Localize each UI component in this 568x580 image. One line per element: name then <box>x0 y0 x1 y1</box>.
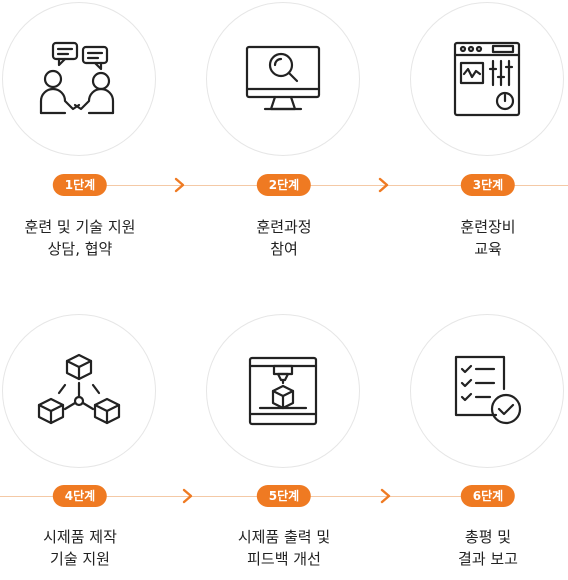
step-badge: 5단계 <box>256 485 312 507</box>
checklist-icon <box>452 355 522 427</box>
step-badge: 1단계 <box>52 174 108 196</box>
step-badge: 4단계 <box>52 485 108 507</box>
3d-printer-icon <box>248 356 318 426</box>
step-label-line2: 교육 <box>474 240 502 258</box>
step-label-line1: 훈련장비 <box>460 218 516 236</box>
step-label-line2: 상담, 협약 <box>47 240 113 258</box>
monitor-search-icon <box>245 45 321 113</box>
equipment-panel-icon <box>453 41 521 117</box>
step-badge: 3단계 <box>460 174 516 196</box>
step-label-line2: 기술 지원 <box>50 550 110 568</box>
step-label-line2: 참여 <box>270 240 298 258</box>
step-badge: 2단계 <box>256 174 312 196</box>
step-badge: 6단계 <box>460 485 516 507</box>
chevron-right-icon <box>380 488 391 504</box>
connector-line <box>60 185 568 186</box>
chevron-right-icon <box>378 177 389 193</box>
chevron-right-icon <box>174 177 185 193</box>
step-label-line1: 시제품 제작 <box>43 528 117 546</box>
chevron-right-icon <box>182 488 193 504</box>
step-label-line1: 총평 및 <box>464 528 512 546</box>
step-label: 시제품 제작 기술 지원 <box>0 526 180 570</box>
step-icon-circle <box>206 314 360 468</box>
step-icon-circle <box>2 314 156 468</box>
step-label: 훈련 및 기술 지원 상담, 협약 <box>0 216 180 260</box>
step-label-line1: 훈련 및 기술 지원 <box>24 218 136 236</box>
step-label: 훈련장비 교육 <box>388 216 568 260</box>
step-label-line1: 시제품 출력 및 <box>237 528 331 546</box>
step-label: 총평 및 결과 보고 <box>388 526 568 570</box>
step-label-line2: 피드백 개선 <box>247 550 321 568</box>
step-label: 훈련과정 참여 <box>184 216 384 260</box>
process-row-1: 1단계 훈련 및 기술 지원 상담, 협약 2단계 훈련과정 <box>0 2 568 260</box>
step-icon-circle <box>410 2 564 156</box>
connector-line <box>0 496 508 497</box>
step-icon-circle <box>410 314 564 468</box>
step-label-line2: 결과 보고 <box>458 550 518 568</box>
consultation-icon <box>37 41 121 117</box>
process-row-2: 4단계 시제품 제작 기술 지원 5단계 <box>0 290 568 580</box>
step-label-line1: 훈련과정 <box>256 218 312 236</box>
network-cubes-icon <box>37 353 121 429</box>
step-icon-circle <box>206 2 360 156</box>
step-icon-circle <box>2 2 156 156</box>
step-label: 시제품 출력 및 피드백 개선 <box>184 526 384 570</box>
